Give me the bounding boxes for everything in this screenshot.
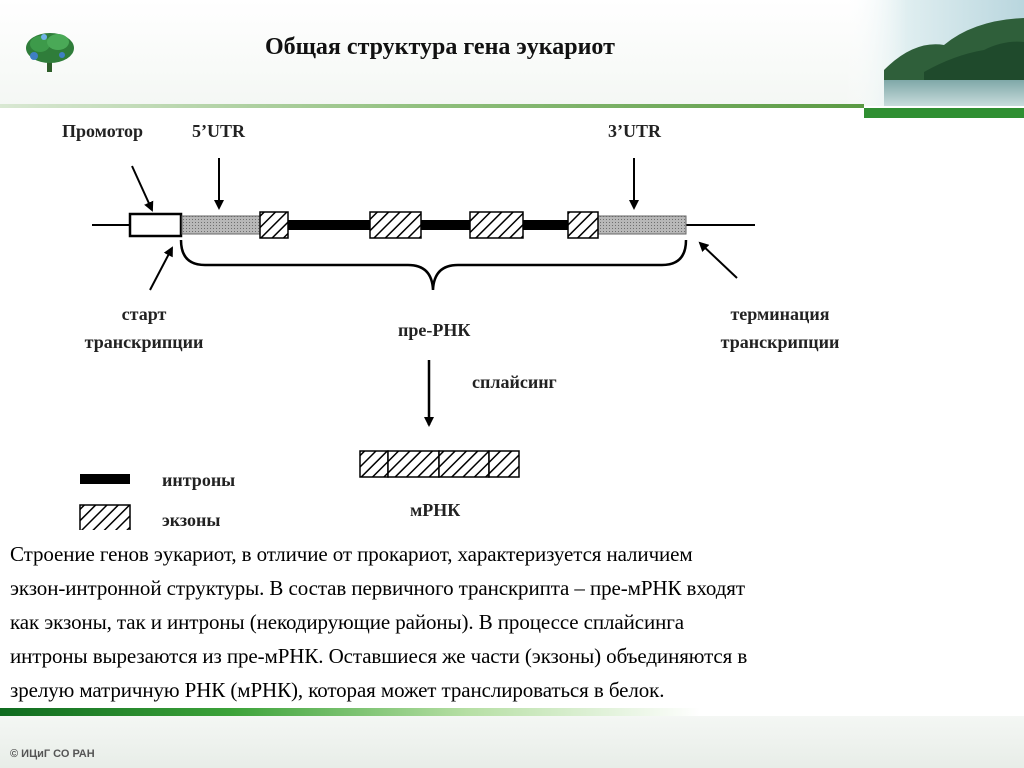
label-transcription-start: старт транскрипции [72, 300, 216, 356]
legend-exons-label: экзоны [162, 510, 221, 530]
exon-segment [469, 211, 524, 239]
label-utr5: 5’UTR [192, 121, 245, 141]
description-line: Строение генов эукариот, в отличие от пр… [10, 542, 693, 566]
exon-segment [567, 211, 599, 239]
slide-header: Общая структура гена эукариот [0, 0, 1024, 106]
gene-structure-diagram [79, 158, 755, 530]
footer-background [0, 716, 1024, 768]
header-divider [0, 104, 864, 108]
copyright-text: © ИЦиГ СО РАН [10, 748, 95, 760]
promoter-arrow [131, 165, 154, 212]
legend-intron-swatch [80, 474, 130, 484]
landscape-image [844, 0, 1024, 106]
footer-divider [0, 708, 700, 716]
promoter-box [128, 212, 183, 238]
tree-logo-icon [26, 33, 74, 72]
utr3-segment [597, 215, 687, 235]
intron-segment [288, 220, 370, 230]
term-arrow [698, 241, 738, 279]
label-utr3: 3’UTR [608, 121, 661, 141]
intron-segment [421, 220, 470, 230]
description-text: Строение генов эукариот, в отличие от пр… [10, 537, 1020, 707]
start-arrow [149, 246, 173, 291]
intron-segment [523, 220, 568, 230]
description-line: интроны вырезаются из пре-мРНК. Оставшие… [10, 644, 748, 668]
label-pre-rna: пре-РНК [398, 320, 471, 340]
description-line: экзон-интронной структуры. В состав перв… [10, 576, 745, 600]
label-start-line1: старт [121, 304, 167, 324]
label-transcription-termination: терминация транскрипции [706, 300, 854, 356]
header-accent-band [864, 108, 1024, 118]
label-promoter: Промотор [62, 121, 144, 141]
label-start-line2: транскрипции [84, 332, 204, 352]
legend-exon-swatch [79, 504, 131, 530]
slide-title: Общая структура гена эукариот [265, 34, 615, 60]
utr5-segment [181, 215, 261, 235]
legend-introns-label: интроны [162, 470, 236, 490]
label-mrna: мРНК [410, 500, 461, 520]
label-splicing: сплайсинг [472, 372, 557, 392]
description-line: как экзоны, так и интроны (некодирующие … [10, 610, 684, 634]
pre-rna-brace [179, 239, 688, 291]
description-line: зрелую матричную РНК (мРНК), которая мож… [10, 678, 665, 702]
mrna-bar [359, 450, 520, 478]
exon-segment [369, 211, 422, 239]
label-term-line1: терминация [730, 304, 830, 324]
label-term-line2: транскрипции [720, 332, 840, 352]
exon-segment [259, 211, 289, 239]
